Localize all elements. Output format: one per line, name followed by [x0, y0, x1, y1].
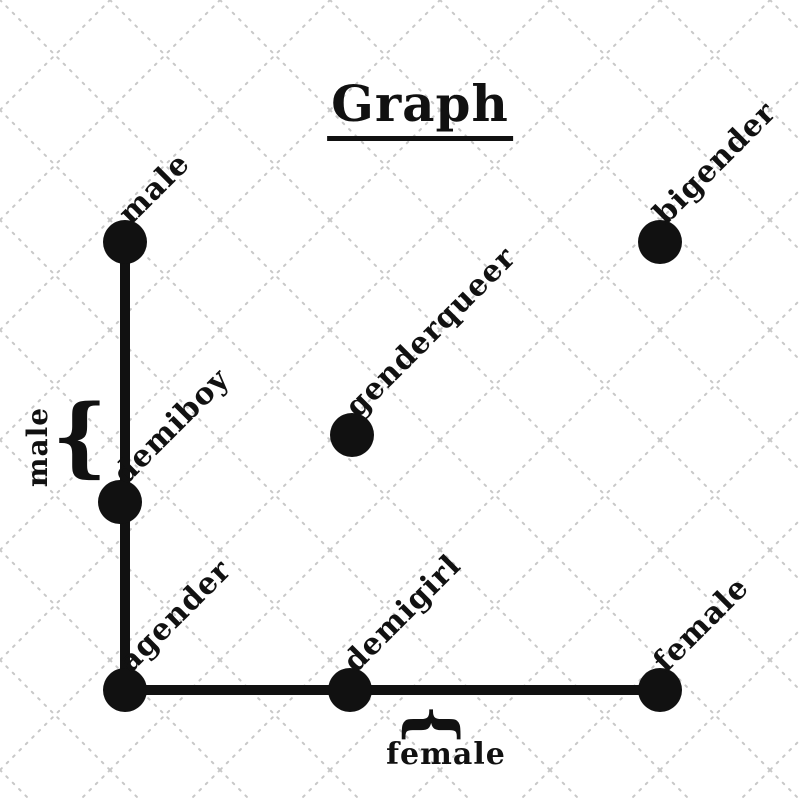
- page-title: Graph: [327, 74, 513, 141]
- node-dot-female: [638, 668, 682, 712]
- bottom-brace-label: female: [386, 737, 506, 772]
- node-dot-genderqueer: [330, 413, 374, 457]
- node-dot-agender: [103, 668, 147, 712]
- left-brace-label: male: [21, 406, 54, 488]
- node-dot-demiboy: [98, 480, 142, 524]
- node-dot-male: [103, 220, 147, 264]
- bottom-brace-icon: {: [396, 704, 471, 746]
- node-dot-bigender: [638, 220, 682, 264]
- node-dot-demigirl: [328, 668, 372, 712]
- left-brace-icon: {: [52, 386, 108, 487]
